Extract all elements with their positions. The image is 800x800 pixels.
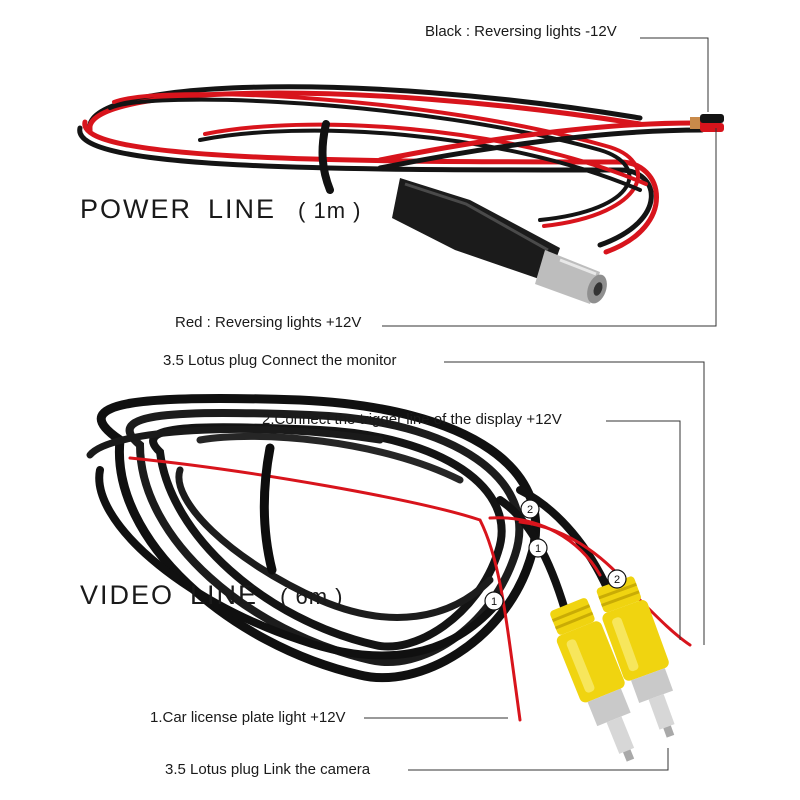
leader-black [640,37,709,112]
rca-plug-camera [550,598,635,762]
video-coil-7 [86,425,384,459]
leader-lines [364,37,717,771]
power-wire-tip-red [700,123,724,132]
video-coil-6 [196,432,464,484]
label-black-wire: Black : Reversing lights -12V [425,23,617,40]
power-red-loop-2 [82,119,659,255]
leader-lotus-camera [408,748,669,771]
video-black-to-plug2 [516,486,612,594]
video-coil-2 [125,408,524,666]
video-cable [86,393,692,722]
video-coil-5 [175,466,494,621]
label-plate-light: 1.Car license plate light +12V [150,709,346,726]
power-line-word2: LINE [208,194,277,224]
power-black-lead [377,127,705,171]
video-line-length: ( 6m ) [280,584,344,609]
video-cable-tie [259,443,277,575]
rca-plug-monitor [596,576,675,738]
label-lotus-camera: 3.5 Lotus plug Link the camera [165,761,371,778]
power-red-loop-3 [112,92,641,228]
badge-2-top: 2 [520,499,540,519]
badge-1-left: 1 [484,591,504,611]
power-red-inner [203,122,648,186]
video-line-title: VIDEO LINE ( 6m ) [80,582,344,609]
video-coil-4 [95,466,504,660]
leader-red [382,128,717,327]
power-wire-tip-black [700,114,724,123]
power-red-lead [377,120,705,163]
badge-1-mid: 1 [528,538,548,558]
video-red-inner [128,456,522,722]
badge-2-top-label: 2 [527,504,533,516]
power-black-inner [198,128,642,192]
power-line-length: ( 1m ) [298,198,362,223]
dc-connector [392,178,607,304]
video-line-word2: LINE [190,580,259,610]
power-cable [77,84,705,255]
badge-1-mid-label: 1 [535,543,541,555]
badge-1-left-label: 1 [491,596,497,608]
badge-2-plug: 2 [607,569,627,589]
video-coil-3 [149,423,506,651]
video-line-word1: VIDEO [80,580,175,610]
power-black-loop-2 [77,125,654,248]
power-copper-tip [690,117,700,129]
video-coil-outer [96,393,541,683]
label-red-wire: Red : Reversing lights +12V [175,314,362,331]
power-line-word1: POWER [80,194,193,224]
leader-lotus-monitor [444,361,705,645]
power-cable-tie [318,120,334,194]
label-trigger-line: 2.Connect the trigger line of the displa… [262,411,562,428]
label-lotus-monitor: 3.5 Lotus plug Connect the monitor [163,352,397,369]
power-black-loop-3 [108,97,632,222]
power-line-title: POWER LINE ( 1m ) [80,196,362,223]
video-red-branch [488,516,602,577]
badge-2-plug-label: 2 [614,574,620,586]
leader-trigger [606,420,681,640]
